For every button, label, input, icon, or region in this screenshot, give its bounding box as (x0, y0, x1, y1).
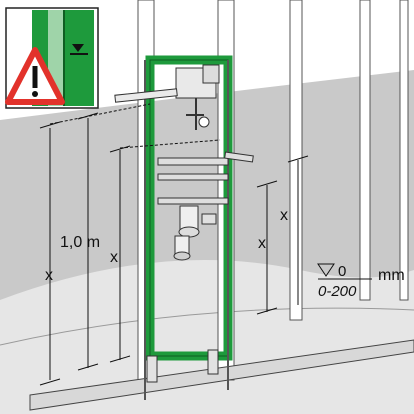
x-left-label: x (110, 249, 118, 266)
level-marker-icon (72, 44, 84, 52)
floor-unit: mm (378, 267, 405, 284)
height-main-label: 1,0 m (60, 234, 100, 251)
x-right-lower-label: x (258, 235, 266, 252)
drain-connector (173, 205, 217, 261)
installation-frame (144, 55, 233, 400)
floor-level-annotation: 0 0-200 mm (317, 263, 405, 300)
cistern-unit (175, 64, 220, 130)
x-right-upper-label: x (280, 207, 288, 224)
floor-level-zero: 0 (338, 263, 346, 280)
floor-range: 0-200 (318, 283, 357, 300)
floor-track (29, 339, 414, 411)
floor-area (0, 260, 414, 414)
warning-triangle-icon (5, 47, 65, 105)
floor-line (0, 307, 414, 346)
x-far-left-label: x (45, 267, 53, 284)
dimension-labels: 1,0 m x x x x (45, 207, 288, 284)
dimension-lines (39, 103, 309, 386)
supply-pipe (114, 88, 178, 103)
level-marker-icon (317, 263, 335, 277)
warning-inset (5, 7, 99, 109)
mounting-rails (157, 151, 254, 205)
frame-feet (146, 349, 219, 383)
